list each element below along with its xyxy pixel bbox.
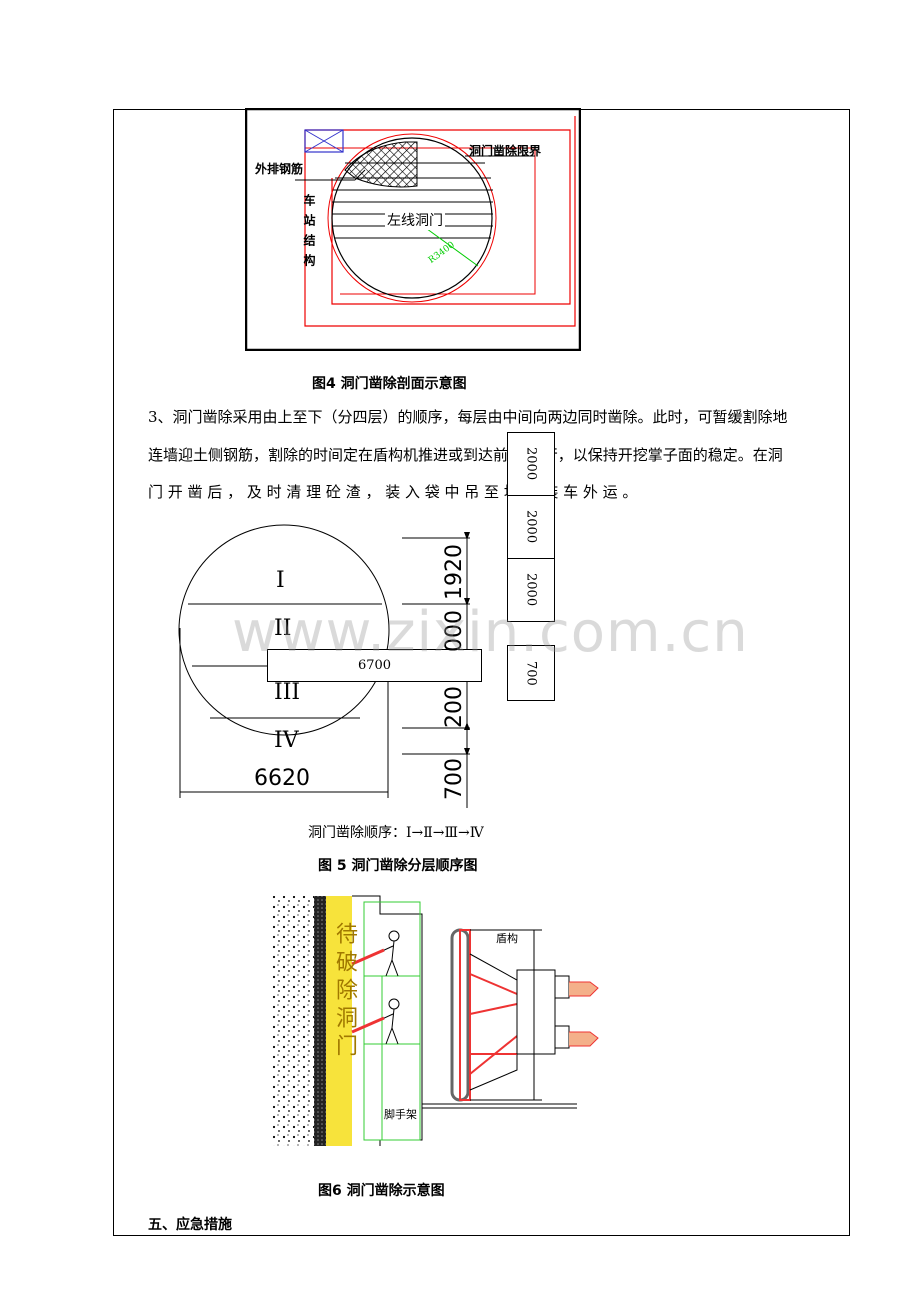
figure-6-caption: 图6 洞门凿除示意图 <box>318 1183 445 1199</box>
fig5-box-1-label: 2000 <box>523 447 539 481</box>
figure-4: 车站结构 外排钢筋 洞门凿除限界 左线洞门 R3400 <box>244 107 582 352</box>
paragraph-line-1: 3、洞门凿除采用由上至下（分四层）的顺序，每层由中间向两边同时凿除。此时，可暂缓… <box>148 408 788 426</box>
figure-6-drawing <box>272 895 599 1146</box>
fig4-rebar-label: 外排钢筋 <box>255 162 304 176</box>
fig4-station-label: 车站结构 <box>302 194 316 274</box>
fig5-box-3-label: 2000 <box>523 573 539 607</box>
figure-5-caption: 图 5 洞门凿除分层顺序图 <box>318 858 478 874</box>
fig6-shield-label: 盾构 <box>496 932 518 945</box>
fig5-box-3: 2000 <box>507 558 555 622</box>
fig4-portal-label: 左线洞门 <box>385 210 445 230</box>
fig5-box-4: 700 <box>507 645 555 701</box>
watermark: www.zixin.com.cn <box>232 600 749 665</box>
figure-6: 待破除洞门 脚手架 盾构 <box>272 894 612 1148</box>
fig5-bar-6700: 6700 <box>267 649 482 682</box>
fig5-dim-1920: 1920 <box>442 544 467 600</box>
fig6-scaffold-label: 脚手架 <box>384 1108 417 1121</box>
paragraph-line-2: 连墙迎土侧钢筋，割除的时间定在盾构机推进或到达前 时进行，以保持开挖掌子面的稳定… <box>148 446 783 464</box>
fig5-sequence: 洞门凿除顺序：Ⅰ→Ⅱ→Ⅲ→Ⅳ <box>308 825 484 841</box>
fig5-layer-2: II <box>274 616 292 641</box>
fig5-box-1: 2000 <box>507 432 555 496</box>
fig5-layer-4: IV <box>274 728 299 753</box>
fig5-dim-700: 700 <box>442 758 467 800</box>
fig6-wall-label: 待破除洞门 <box>332 922 357 1062</box>
fig5-bar-label: 6700 <box>357 658 392 673</box>
section-title: 五、应急措施 <box>148 1217 232 1233</box>
fig5-box-2: 2000 <box>507 495 555 559</box>
figure-4-caption: 图4 洞门凿除剖面示意图 <box>312 376 467 392</box>
figure-5: I II III IV 6620 6700 1920 000 200 700 <box>170 428 570 818</box>
fig5-box-2-label: 2000 <box>523 510 539 544</box>
fig5-layer-1: I <box>276 568 285 593</box>
figure-4-drawing <box>244 107 582 352</box>
fig5-layer-3: III <box>274 680 301 705</box>
fig5-box-4-label: 700 <box>523 660 539 686</box>
fig5-dim-200: 200 <box>442 686 467 728</box>
fig5-width-label: 6620 <box>254 766 310 791</box>
fig4-boundary-label: 洞门凿除限界 <box>469 144 542 158</box>
